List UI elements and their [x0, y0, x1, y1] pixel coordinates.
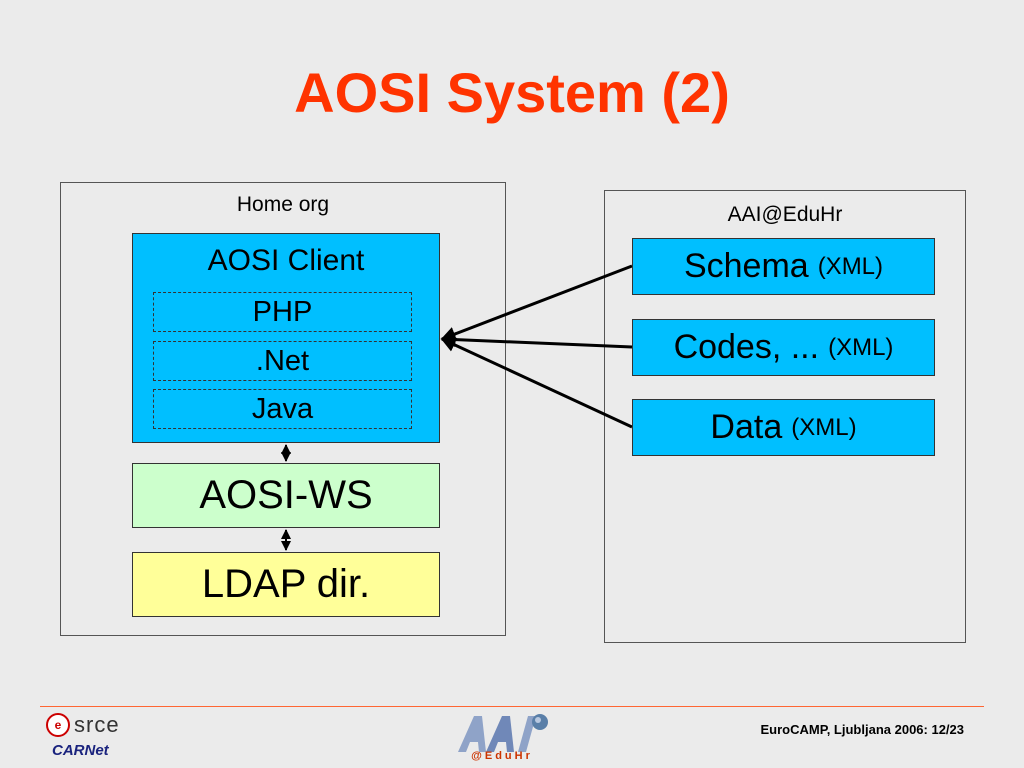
srce-logo-icon: e [46, 713, 70, 737]
data-to-client-arrow [440, 337, 633, 429]
home-org-label: Home org [236, 193, 330, 216]
codes-label: Codes, ... [673, 328, 820, 366]
schema-box: Schema (XML) [632, 238, 935, 295]
eduhr-logo-text: @EduHr [471, 750, 533, 762]
slide-title: AOSI System (2) [294, 61, 730, 124]
dotnet-box: .Net [153, 341, 412, 381]
ldap-dir-box: LDAP dir. [132, 552, 440, 617]
codes-box: Codes, ... (XML) [632, 319, 935, 376]
schema-to-client-arrow [440, 264, 633, 342]
srce-logo-text: srce [74, 712, 120, 737]
codes-to-client-arrow [440, 332, 633, 349]
footer-divider [40, 706, 984, 707]
aosi-client-title: AOSI Client [207, 244, 365, 277]
schema-label: Schema [683, 247, 809, 285]
carnet-logo: CARNet [52, 742, 109, 759]
aai-eduhr-label: AAI@EduHr [727, 203, 843, 226]
schema-xml-label: (XML) [817, 252, 884, 280]
java-box: Java [153, 389, 412, 429]
data-xml-label: (XML) [791, 413, 857, 441]
aai-logo-icon [458, 714, 548, 752]
aosi-client-box: AOSI Client [132, 233, 440, 443]
aosi-ws-box: AOSI-WS [132, 463, 440, 528]
data-label: Data [710, 408, 783, 446]
data-box: Data (XML) [632, 399, 935, 456]
codes-xml-label: (XML) [828, 333, 894, 361]
srce-logo: e srce [46, 712, 120, 738]
php-box: PHP [153, 292, 412, 332]
footer-event-text: EuroCAMP, Ljubljana 2006: 12/23 [760, 722, 965, 737]
